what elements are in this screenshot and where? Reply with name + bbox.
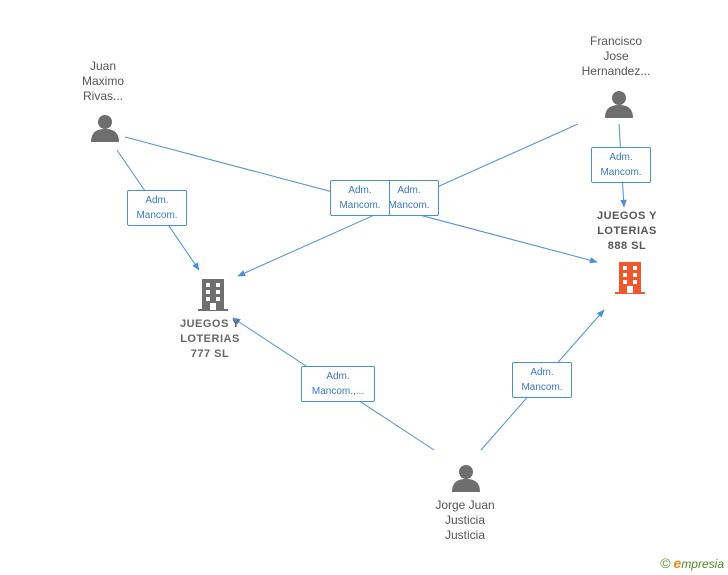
edge-label-line: Mancom.,... [311,386,365,397]
edge-label-jorge-777[interactable]: Adm. Mancom.,... [301,366,375,402]
person-icon[interactable] [91,115,119,142]
person-name-line: Rivas... [82,89,123,103]
person-name-line: Maximo [81,74,124,88]
edge-label-line: Mancom. [339,200,381,211]
person-name-line: Francisco [589,34,642,48]
edge-label-line: Adm. [609,152,633,163]
person-name-line: Jose [603,49,629,63]
edge-label-line: Mancom. [136,210,178,221]
person-name-line: Jorge Juan [435,498,495,512]
building-icon[interactable] [615,262,645,294]
company-label-777[interactable]: JUEGOS Y LOTERIAS 777 SL [170,317,250,362]
edge-label-line: Adm. [326,371,350,382]
edge-label-jorge-888[interactable]: Adm. Mancom. [512,362,572,398]
person-name-line: Hernandez... [581,64,651,78]
edge-label-line: Adm. [348,185,372,196]
edge-label-line: Adm. [145,195,169,206]
person-name-line: Justicia [444,528,485,542]
person-name-line: Justicia [444,513,485,527]
edge-label-line: Mancom. [521,382,563,393]
person-name-line: Juan [89,59,117,73]
edge-label-francisco-888[interactable]: Adm. Mancom. [591,147,651,183]
person-label-francisco[interactable]: Francisco Jose Hernandez... [571,34,661,79]
company-name-line: 777 SL [190,348,230,360]
edge-label-line: Mancom. [600,167,642,178]
edge-label-francisco-777[interactable]: Adm. Mancom. [330,180,390,216]
person-icon[interactable] [605,91,633,118]
company-label-888[interactable]: JUEGOS Y LOTERIAS 888 SL [587,209,667,254]
person-label-jorge[interactable]: Jorge Juan Justicia Justicia [420,498,510,543]
company-name-line: LOTERIAS [597,225,657,237]
edge-label-line: Adm. [397,185,421,196]
edge-label-line: Mancom. [388,200,430,211]
copyright-mark: ©empresia [660,555,724,571]
company-name-line: LOTERIAS [180,333,240,345]
company-name-line: JUEGOS Y [596,210,658,222]
edge-label-juan-777[interactable]: Adm. Mancom. [127,190,187,226]
brand-logo-initial: e [673,555,682,571]
building-icon[interactable] [198,279,228,311]
copyright-icon: © [660,555,671,571]
company-name-line: JUEGOS Y [179,318,241,330]
brand-name: mpresia [681,557,724,571]
person-icon[interactable] [452,465,480,492]
edge-label-line: Adm. [530,367,554,378]
company-name-line: 888 SL [607,240,647,252]
person-label-juan[interactable]: Juan Maximo Rivas... [72,59,134,104]
